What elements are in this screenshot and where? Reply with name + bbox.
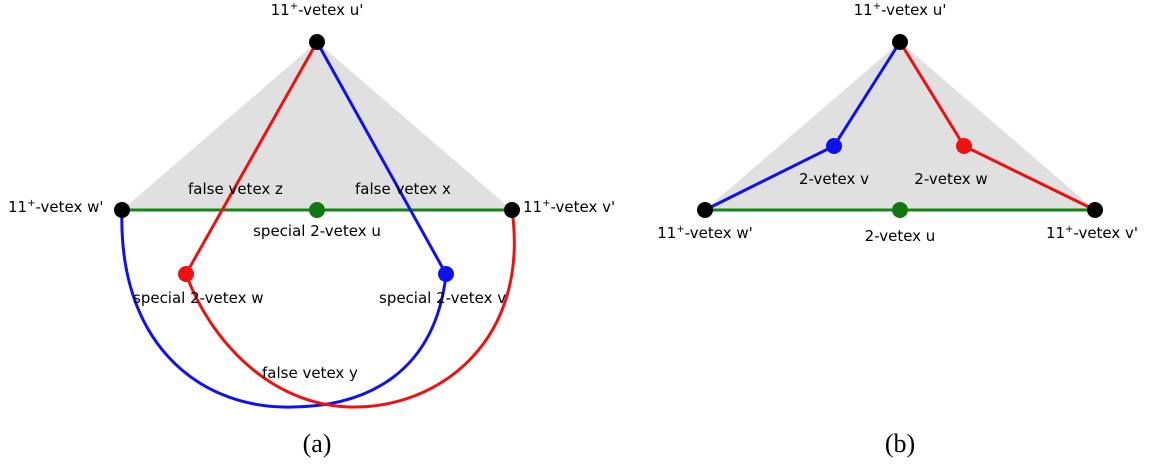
panel-a: 11+-vetex u' 11+-vetex w' 11+-vetex v' f… [8,1,615,458]
panel-b-face [705,42,1095,210]
panel-a-red-edge [184,41,319,275]
panel-a-label-w-prime: 11+-vetex w' [8,198,103,216]
panel-b-label-w-prime: 11+-vetex w' [657,224,752,242]
panel-b-vertex-u [892,202,908,218]
panel-b-label-v: 2-vetex v [799,170,869,188]
panel-a-vertex-w-prime [114,202,130,218]
panel-a-label-v-prime: 11+-vetex v' [523,198,615,216]
panel-a-label-false-z: false vetex z [188,180,283,198]
panel-a-vertex-special-u [309,202,325,218]
panel-a-face [122,42,512,210]
panel-a-label-special-v: special 2-vetex v [379,289,506,307]
panel-b-vertex-v [826,138,842,154]
panel-b-vertex-u-prime [892,34,908,50]
panel-b-vertex-w-prime [697,202,713,218]
panel-a-label-false-y: false vetex y [262,364,358,382]
panel-a-vertex-special-v [438,266,454,282]
panel-a-label-special-w: special 2-vetex w [133,289,264,307]
panel-a-red-arc [184,209,516,409]
panel-a-vertex-special-w [178,266,194,282]
panel-a-caption: (a) [303,429,332,458]
panel-b-vertex-w [956,138,972,154]
panel-a-blue-arc [120,209,448,409]
panel-a-label-u-prime: 11+-vetex u' [271,1,364,19]
panel-b-label-v-prime: 11+-vetex v' [1046,224,1138,242]
panel-b-label-u: 2-vetex u [865,227,936,245]
panel-a-vertex-v-prime [504,202,520,218]
panel-a-label-special-u: special 2-vetex u [253,222,381,240]
panel-b-label-u-prime: 11+-vetex u' [854,1,947,19]
panel-b: 11+-vetex u' 11+-vetex w' 11+-vetex v' 2… [657,1,1138,458]
panel-a-blue-edge [315,41,448,275]
panel-b-vertex-v-prime [1087,202,1103,218]
panel-b-caption: (b) [885,429,915,458]
panel-a-vertex-u-prime [309,34,325,50]
panel-a-label-false-x: false vetex x [355,180,451,198]
panel-b-label-w: 2-vetex w [914,170,987,188]
